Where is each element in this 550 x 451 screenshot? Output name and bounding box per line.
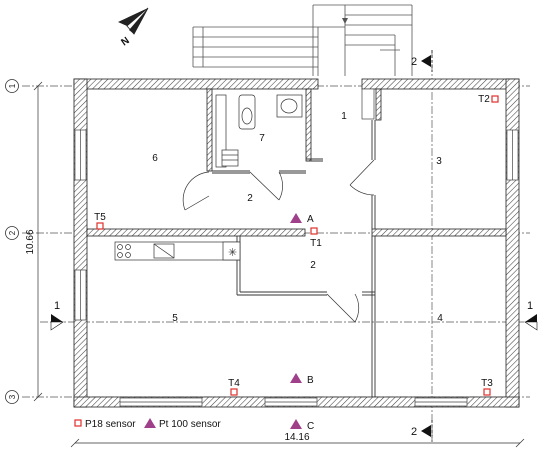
- sensor-label-t5: T5: [94, 212, 106, 223]
- sensor-label-t4: T4: [228, 378, 240, 389]
- sensor-t2: [491, 95, 499, 103]
- room-label-7: 7: [259, 133, 265, 144]
- room-label-1: 1: [341, 111, 347, 122]
- section-marker-bottom: 2: [411, 420, 433, 442]
- sensor-t5: [96, 222, 104, 230]
- sensor-b-icon: [290, 373, 302, 383]
- sensor-t3: [483, 388, 491, 396]
- height-dimension: [33, 81, 43, 402]
- room-label-4: 4: [437, 313, 443, 324]
- section-label-top: 2: [411, 56, 417, 68]
- room-label-2-hall: 2: [247, 193, 253, 204]
- axis-marker-1: 1: [5, 79, 19, 93]
- sensor-a-icon: [290, 213, 302, 223]
- pt100-sensor-labels: A B C: [307, 214, 314, 432]
- partitions: [212, 120, 376, 397]
- legend-pt100-label: Pt 100 sensor: [159, 419, 221, 430]
- legend: P18 sensor Pt 100 sensor: [74, 418, 221, 430]
- axis-label-1: 1: [8, 83, 17, 88]
- legend-p18-icon: [74, 419, 82, 427]
- p18-sensors: [96, 95, 499, 396]
- kitchen-counter: [114, 241, 241, 261]
- legend-pt100-icon: [144, 418, 156, 428]
- sensor-t4: [230, 388, 238, 396]
- stair-arrow-icon: [342, 18, 348, 24]
- interior-walls: [86, 88, 507, 237]
- entrance-stairs: [192, 4, 413, 76]
- sensor-label-t3: T3: [481, 378, 493, 389]
- sensor-label-a: A: [307, 214, 314, 225]
- p18-sensor-labels: T1 T2 T3 T4 T5: [94, 94, 493, 389]
- room-labels: 1 2 2 3 4 5 6 7: [152, 111, 443, 324]
- width-dimension-label: 14.16: [284, 432, 309, 443]
- bathroom-fixtures: [215, 94, 303, 168]
- fan-icon: ✳: [228, 246, 237, 259]
- section-marker-right: 1: [524, 300, 538, 331]
- sensor-c-icon: [290, 419, 302, 429]
- sensor-label-b: B: [307, 375, 314, 386]
- sensor-label-c: C: [307, 421, 314, 432]
- north-arrow-icon: N: [118, 7, 149, 48]
- room-label-3: 3: [436, 156, 442, 167]
- sensor-t1: [310, 227, 318, 235]
- doors: [182, 159, 375, 323]
- north-label: N: [119, 35, 131, 48]
- sensor-label-t2: T2: [478, 94, 490, 105]
- axis-markers: 1 2 3: [5, 79, 19, 404]
- axis-label-2: 2: [8, 230, 17, 235]
- axis-label-3: 3: [8, 394, 17, 399]
- width-dimension: [70, 438, 525, 448]
- section-label-bottom: 2: [411, 426, 417, 438]
- room-label-2-corridor: 2: [310, 260, 316, 271]
- windows: [74, 88, 519, 407]
- height-dimension-label: 10.66: [25, 229, 36, 254]
- sensor-label-t1: T1: [310, 238, 322, 249]
- pt100-sensors: [290, 213, 302, 429]
- legend-p18-label: P18 sensor: [85, 419, 136, 430]
- section-marker-top: 2: [411, 50, 433, 72]
- room-label-6: 6: [152, 153, 158, 164]
- section-marker-left: 1: [50, 300, 64, 331]
- axis-marker-2: 2: [5, 226, 19, 240]
- section-label-right: 1: [527, 300, 533, 312]
- axis-marker-3: 3: [5, 390, 19, 404]
- room-label-5: 5: [172, 313, 178, 324]
- section-label-left: 1: [54, 300, 60, 312]
